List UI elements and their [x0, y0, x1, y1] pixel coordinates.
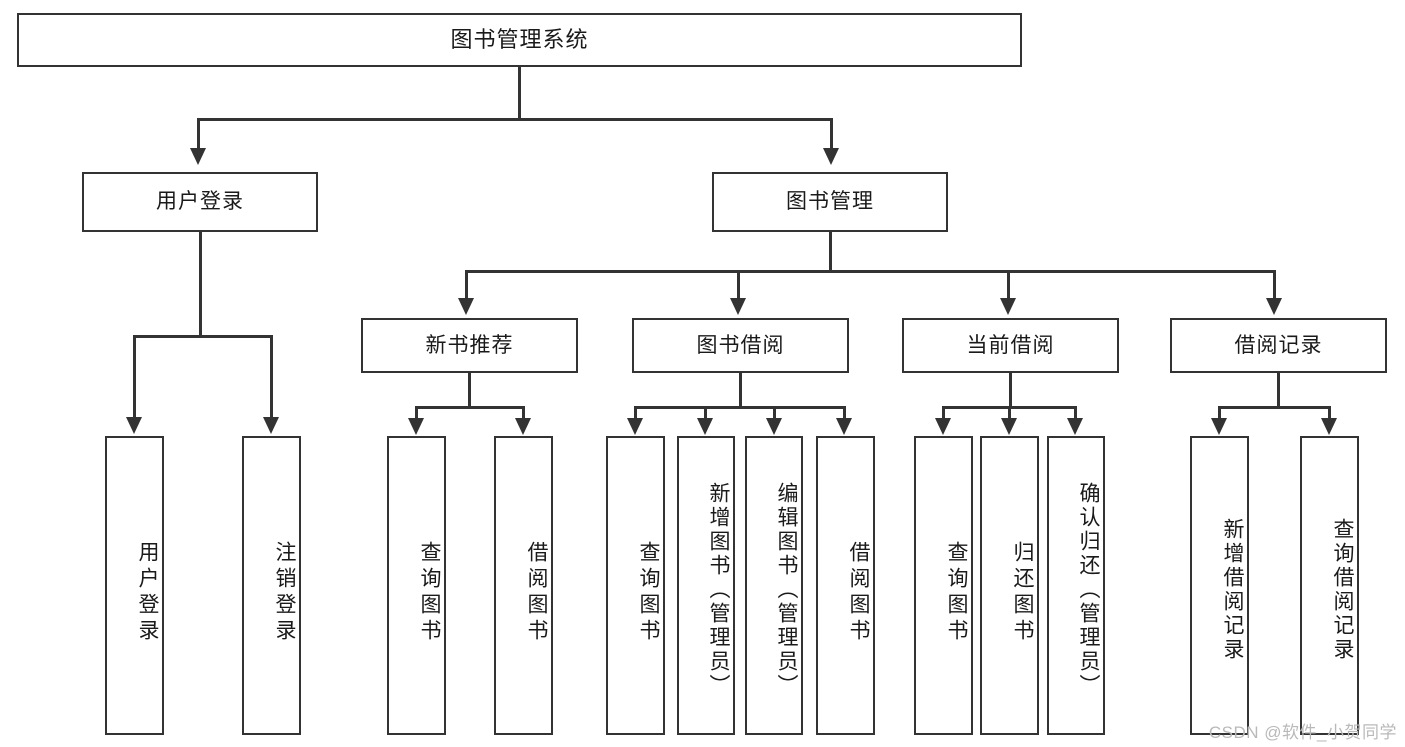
connector-drop-leaf-borrow-record-0 — [1218, 406, 1221, 420]
connector-user-login-bus — [133, 335, 273, 338]
node-label: 借阅记录 — [1234, 333, 1323, 357]
leaf-current-borrow-confirm-return-admin[interactable]: 确认归还（管理员） — [1047, 436, 1105, 735]
connector-drop-leaf-current-borrow-1 — [1008, 406, 1011, 420]
node-label: 注销登录 — [273, 540, 296, 645]
leaf-current-borrow-return[interactable]: 归还图书 — [980, 436, 1039, 735]
connector-book-manage-bus — [465, 270, 1276, 273]
connector-drop-book-manage — [830, 118, 833, 150]
connector-drop-book-borrow — [737, 270, 740, 300]
connector-book-borrow-bus — [634, 406, 846, 409]
connector-drop-new-book — [465, 270, 468, 300]
node-label: 当前借阅 — [966, 333, 1055, 357]
arrowhead-leaf-borrow-record-1 — [1321, 418, 1337, 435]
arrowhead-leaf-current-borrow-1 — [1001, 418, 1017, 435]
arrowhead-leaf-book-borrow-3 — [836, 418, 852, 435]
connector-root-bus — [197, 118, 833, 121]
node-label: 新增借阅记录 — [1221, 517, 1244, 662]
node-label: 查询借阅记录 — [1331, 517, 1354, 662]
leaf-book-borrow-borrow-book[interactable]: 借阅图书 — [816, 436, 875, 735]
arrowhead-borrow-record — [1266, 298, 1282, 315]
connector-new-book-stem — [468, 373, 471, 408]
connector-drop-leaf-borrow-record-1 — [1328, 406, 1331, 420]
node-user-login[interactable]: 用户登录 — [82, 172, 318, 232]
node-label: 查询图书 — [945, 540, 968, 645]
leaf-new-book-borrow[interactable]: 借阅图书 — [494, 436, 553, 735]
leaf-book-borrow-edit-book-admin[interactable]: 编辑图书（管理员） — [745, 436, 803, 735]
connector-borrow-record-stem — [1277, 373, 1280, 408]
arrowhead-leaf-new-book-1 — [515, 418, 531, 435]
arrowhead-leaf-borrow-record-0 — [1211, 418, 1227, 435]
watermark-text: CSDN @软件_小贺同学 — [1208, 723, 1397, 742]
connector-drop-leaf-new-book-1 — [522, 406, 525, 420]
arrowhead-leaf-user-login-1 — [263, 417, 279, 434]
arrowhead-leaf-book-borrow-0 — [627, 418, 643, 435]
node-label: 借阅图书 — [525, 540, 548, 645]
arrowhead-current-borrow — [1000, 298, 1016, 315]
connector-drop-leaf-current-borrow-0 — [942, 406, 945, 420]
connector-user-login-stem — [199, 232, 202, 337]
node-label: 图书管理系统 — [450, 26, 589, 52]
connector-book-borrow-stem — [739, 373, 742, 408]
arrowhead-leaf-book-borrow-2 — [766, 418, 782, 435]
connector-drop-leaf-user-login-1 — [270, 335, 273, 419]
node-label: 确认归还（管理员） — [1077, 481, 1100, 698]
connector-drop-leaf-user-login-0 — [133, 335, 136, 419]
connector-book-manage-stem — [829, 232, 832, 272]
connector-drop-leaf-book-borrow-0 — [634, 406, 637, 420]
node-label: 用户登录 — [156, 190, 244, 214]
connector-new-book-bus — [415, 406, 525, 409]
arrowhead-leaf-new-book-0 — [408, 418, 424, 435]
arrowhead-new-book — [458, 298, 474, 315]
node-label: 借阅图书 — [847, 540, 870, 645]
node-label: 图书借阅 — [696, 333, 785, 357]
node-book-borrow[interactable]: 图书借阅 — [632, 318, 849, 373]
connector-root-stem — [518, 67, 521, 120]
arrowhead-leaf-book-borrow-1 — [697, 418, 713, 435]
leaf-user-login-logout[interactable]: 注销登录 — [242, 436, 301, 735]
connector-drop-leaf-new-book-0 — [415, 406, 418, 420]
connector-current-borrow-stem — [1009, 373, 1012, 408]
arrowhead-user-login — [190, 148, 206, 165]
arrowhead-leaf-user-login-0 — [126, 417, 142, 434]
connector-drop-borrow-record — [1273, 270, 1276, 300]
node-new-book-recommend[interactable]: 新书推荐 — [361, 318, 578, 373]
node-label: 用户登录 — [136, 540, 159, 645]
leaf-user-login-login[interactable]: 用户登录 — [105, 436, 164, 735]
node-label: 编辑图书（管理员） — [775, 481, 798, 698]
connector-drop-user-login — [197, 118, 200, 150]
connector-drop-leaf-book-borrow-1 — [704, 406, 707, 420]
arrowhead-book-borrow — [730, 298, 746, 315]
arrowhead-leaf-current-borrow-0 — [935, 418, 951, 435]
leaf-book-borrow-query[interactable]: 查询图书 — [606, 436, 665, 735]
node-label: 查询图书 — [418, 540, 441, 645]
node-label: 图书管理 — [786, 190, 874, 214]
connector-drop-leaf-book-borrow-2 — [773, 406, 776, 420]
arrowhead-book-manage — [823, 148, 839, 165]
leaf-new-book-query[interactable]: 查询图书 — [387, 436, 446, 735]
node-borrow-record[interactable]: 借阅记录 — [1170, 318, 1387, 373]
connector-drop-leaf-book-borrow-3 — [843, 406, 846, 420]
arrowhead-leaf-current-borrow-2 — [1067, 418, 1083, 435]
connector-drop-leaf-current-borrow-2 — [1074, 406, 1077, 420]
node-label: 新书推荐 — [425, 333, 514, 357]
node-label: 归还图书 — [1011, 540, 1034, 645]
leaf-borrow-record-add[interactable]: 新增借阅记录 — [1190, 436, 1249, 735]
node-label: 查询图书 — [637, 540, 660, 645]
node-label: 新增图书（管理员） — [707, 481, 730, 698]
connector-drop-current-borrow — [1007, 270, 1010, 300]
node-current-borrow[interactable]: 当前借阅 — [902, 318, 1119, 373]
node-root-system[interactable]: 图书管理系统 — [17, 13, 1022, 67]
connector-borrow-record-bus — [1218, 406, 1331, 409]
leaf-book-borrow-add-book-admin[interactable]: 新增图书（管理员） — [677, 436, 735, 735]
leaf-current-borrow-query[interactable]: 查询图书 — [914, 436, 973, 735]
node-book-management[interactable]: 图书管理 — [712, 172, 948, 232]
leaf-borrow-record-query[interactable]: 查询借阅记录 — [1300, 436, 1359, 735]
